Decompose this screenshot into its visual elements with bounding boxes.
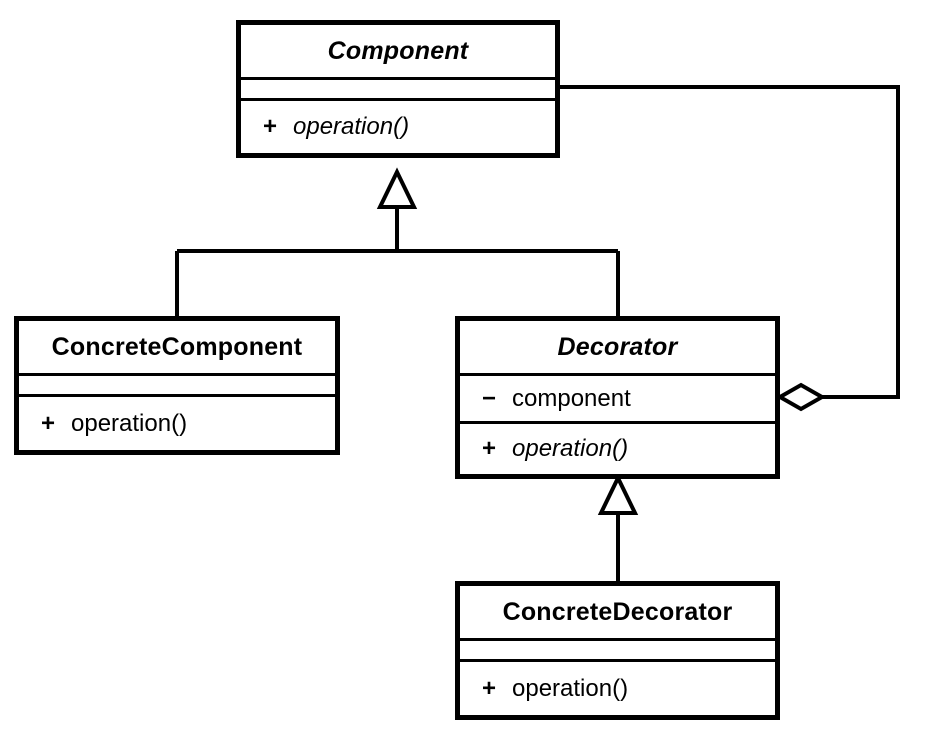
- visibility-marker: +: [263, 113, 278, 140]
- component-operations-compartment: + operation(): [241, 98, 555, 153]
- hollow-diamond-icon: [775, 382, 827, 412]
- operation-row: + operation(): [460, 675, 628, 703]
- hollow-triangle-icon: [376, 167, 418, 209]
- class-name-concrete-component: ConcreteComponent: [51, 332, 303, 361]
- decorator-name-compartment: Decorator: [460, 321, 775, 373]
- concrete-decorator-name-compartment: ConcreteDecorator: [460, 586, 775, 638]
- attribute-row: − component: [460, 385, 631, 413]
- component-attributes-compartment: [241, 77, 555, 98]
- operation-row: + operation(): [241, 113, 409, 141]
- concrete-component-name-compartment: ConcreteComponent: [19, 321, 335, 373]
- visibility-marker: +: [41, 409, 56, 437]
- generalization-concrete-decorator[interactable]: [597, 473, 639, 582]
- visibility-marker: −: [482, 384, 497, 412]
- class-name-decorator: Decorator: [557, 332, 678, 361]
- class-name-component: Component: [327, 36, 469, 65]
- decorator-operations-compartment: + operation(): [460, 421, 775, 474]
- class-box-decorator[interactable]: Decorator − component + operation(): [455, 316, 780, 479]
- operation-name: operation(): [293, 113, 410, 140]
- decorator-attributes-compartment: − component: [460, 373, 775, 421]
- aggregation-decorator-component[interactable]: [558, 85, 900, 412]
- class-box-component[interactable]: Component + operation(): [236, 20, 560, 158]
- operation-name: operation(): [71, 409, 188, 437]
- operation-row: + operation(): [460, 435, 628, 463]
- concrete-component-operations-compartment: + operation(): [19, 394, 335, 450]
- operation-name: operation(): [512, 674, 629, 702]
- concrete-decorator-operations-compartment: + operation(): [460, 659, 775, 715]
- class-box-concrete-component[interactable]: ConcreteComponent + operation(): [14, 316, 340, 455]
- concrete-decorator-attributes-compartment: [460, 638, 775, 659]
- operation-name: operation(): [512, 435, 629, 462]
- class-name-concrete-decorator: ConcreteDecorator: [502, 597, 733, 626]
- visibility-marker: +: [482, 435, 497, 462]
- generalization-bus-to-component[interactable]: [175, 167, 620, 318]
- component-name-compartment: Component: [241, 25, 555, 77]
- class-box-concrete-decorator[interactable]: ConcreteDecorator + operation(): [455, 581, 780, 720]
- hollow-triangle-icon: [597, 473, 639, 515]
- attribute-name: component: [512, 384, 631, 412]
- concrete-component-attributes-compartment: [19, 373, 335, 394]
- visibility-marker: +: [482, 674, 497, 702]
- operation-row: + operation(): [19, 410, 187, 438]
